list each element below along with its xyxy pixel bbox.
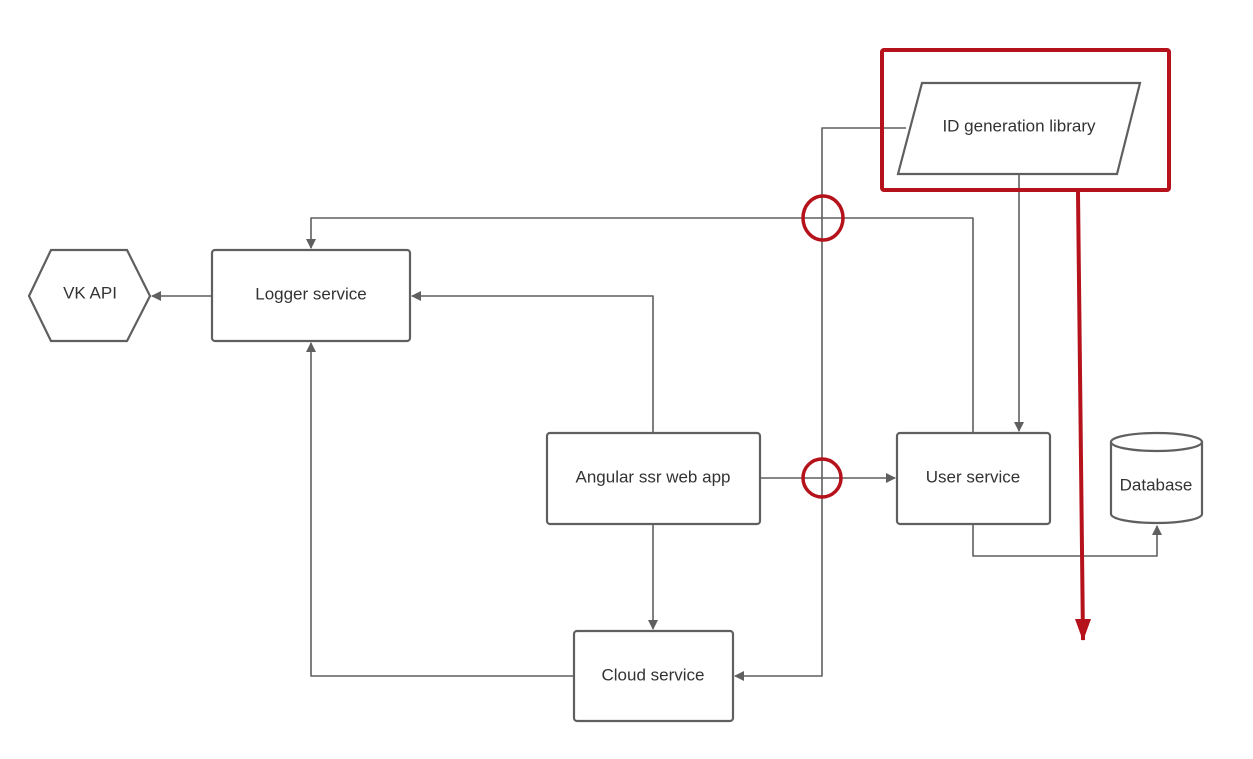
angular-label: Angular ssr web app [576,467,731,486]
edge-cloud-to-logger [306,342,574,677]
crossing-marker-middle [801,457,843,499]
node-database: Database [1109,431,1204,525]
node-logger-service: Logger service [210,248,412,343]
idlib-label: ID generation library [942,116,1096,135]
parallelogram-shape [896,81,1142,176]
node-id-generation-library: ID generation library [896,81,1142,176]
user-label: User service [926,467,1020,486]
logger-label: Logger service [255,284,367,303]
edge-angular-to-logger [411,291,654,433]
red-arrow [1075,191,1091,641]
node-vk-api: VK API [27,248,152,343]
edge-user-to-logger [306,217,974,433]
cylinder-body [1109,442,1204,525]
node-angular-app: Angular ssr web app [545,431,762,526]
angular-box [545,431,762,526]
edge-idlib-to-cloud [734,127,906,681]
highlight-box [880,48,1171,192]
database-label: Database [1120,475,1193,494]
hexagon-shape [27,248,152,343]
vk-api-label: VK API [63,283,117,302]
cloud-box [572,629,735,723]
crossing-marker-top [801,194,845,242]
node-user-service: User service [895,431,1052,526]
user-box [895,431,1052,526]
cloud-label: Cloud service [602,665,705,684]
edge-user-to-database [972,524,1162,557]
cylinder-top [1109,431,1204,453]
logger-box [210,248,412,343]
node-cloud-service: Cloud service [572,629,735,723]
